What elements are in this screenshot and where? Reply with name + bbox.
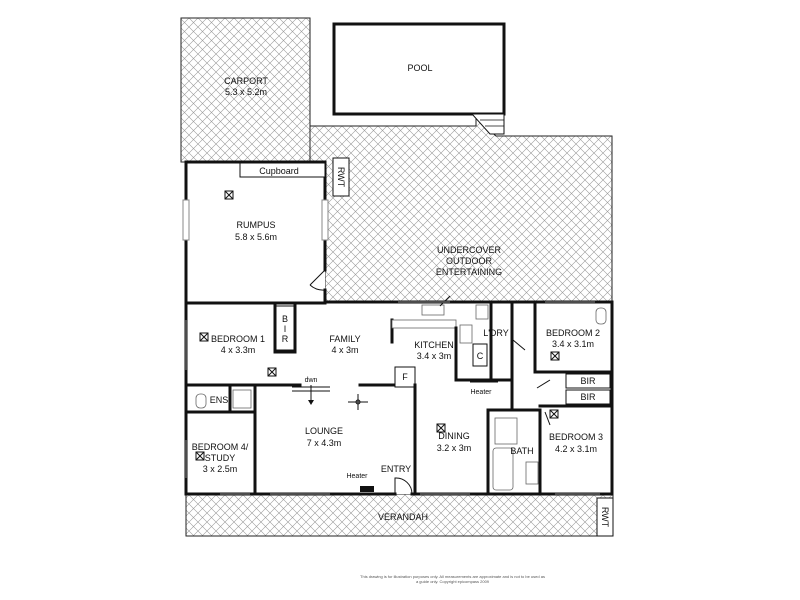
outdoor-label-1: UNDERCOVER [437, 245, 502, 255]
verandah-label: VERANDAH [378, 512, 428, 522]
bedroom4-label-1: BEDROOM 4/ [192, 442, 249, 452]
cooktop [459, 324, 473, 344]
exterior-wall [323, 288, 614, 496]
bedroom1-label: BEDROOM 1 [211, 334, 265, 344]
disclaimer-footnote: This drawing is for illustration purpose… [360, 574, 545, 584]
carport-size: 5.3 x 5.2m [225, 87, 267, 97]
bir1-label-b: B [282, 314, 288, 324]
f-cupboard [394, 366, 416, 388]
outdoor-label-3: ENTERTAINING [436, 267, 502, 277]
door-swing [536, 379, 551, 389]
family-size: 4 x 3m [331, 345, 358, 355]
bir2-label: BIR [580, 376, 596, 386]
down-arrow-head-icon [308, 400, 314, 405]
entry-label: ENTRY [381, 464, 411, 474]
lounge-size: 7 x 4.3m [307, 438, 342, 448]
dining-label: DINING [438, 431, 470, 441]
laundry-tub [475, 304, 489, 320]
rumpus-size: 5.8 x 5.6m [235, 232, 277, 242]
family-label: FAMILY [329, 334, 360, 344]
pool [332, 22, 506, 116]
rumpus-label: RUMPUS [236, 220, 275, 230]
bathtub [492, 447, 514, 491]
bedroom3-size: 4.2 x 3.1m [555, 444, 597, 454]
carport-area [180, 17, 311, 163]
rumpus-window-right [321, 199, 329, 241]
door-swing [512, 339, 526, 351]
ceiling-fan-icon [348, 394, 368, 410]
fan-icon [550, 351, 560, 361]
pool-steps [470, 113, 505, 135]
kitchen-sink [421, 304, 445, 316]
outdoor-label-2: OUTDOOR [446, 256, 492, 266]
carport-label: CARPORT [224, 76, 268, 86]
rwt-top-box [332, 157, 350, 197]
door-swing [309, 269, 326, 291]
bir1-label-i: I [284, 324, 287, 334]
bir2-box [565, 373, 611, 389]
toilet-bed2 [595, 307, 607, 325]
bir3-box [565, 389, 611, 405]
bir1-label-r: R [282, 334, 289, 344]
lounge-label: LOUNGE [305, 426, 343, 436]
kitchen-bench [391, 319, 457, 329]
vanity [525, 461, 539, 485]
rwt-bottom-label: RWT [600, 507, 610, 528]
bir3-label: BIR [580, 392, 596, 402]
fan-icon [267, 367, 277, 377]
fan-icon [199, 332, 209, 342]
bedroom2-size: 3.4 x 3.1m [552, 339, 594, 349]
f-label: F [402, 372, 408, 382]
ensuite-shower [232, 389, 252, 409]
fan-icon [224, 190, 234, 200]
door-swing [394, 477, 413, 495]
door-swing [439, 295, 451, 307]
verandah-area [185, 493, 614, 537]
c-cupboard [472, 343, 488, 367]
ens-label: ENS [210, 395, 229, 405]
kitchen-size: 3.4 x 3m [417, 351, 452, 361]
ensuite-toilet [195, 393, 207, 409]
bedroom2-label: BEDROOM 2 [546, 328, 600, 338]
pool-label: POOL [407, 63, 432, 73]
lounge-heater-label: Heater [346, 473, 368, 480]
rwt-bottom-box [596, 497, 614, 537]
door-swing [544, 411, 551, 426]
laundry-label: L'DRY [483, 328, 509, 338]
c-label: C [477, 351, 484, 361]
bath-label: BATH [510, 446, 533, 456]
bedroom3-label: BEDROOM 3 [549, 432, 603, 442]
bedroom1-size: 4 x 3.3m [221, 345, 256, 355]
cupboard-box [239, 162, 326, 178]
lounge-heater [360, 486, 374, 492]
fan-icon [549, 409, 559, 419]
dining-size: 3.2 x 3m [437, 443, 472, 453]
kitchen-label: KITCHEN [414, 340, 454, 350]
bir1-box [275, 305, 295, 351]
bedroom4-size: 3 x 2.5m [203, 464, 238, 474]
rwt-top-label: RWT [336, 167, 346, 188]
bedroom4-label-2: STUDY [205, 453, 236, 463]
fan-icon [195, 451, 205, 461]
fan-icon [436, 423, 446, 433]
kitchen-heater-label: Heater [470, 389, 492, 396]
shower [494, 417, 518, 445]
dwn-label: dwn [305, 377, 318, 384]
cupboard-label: Cupboard [259, 166, 299, 176]
rumpus-window-left [182, 199, 190, 241]
